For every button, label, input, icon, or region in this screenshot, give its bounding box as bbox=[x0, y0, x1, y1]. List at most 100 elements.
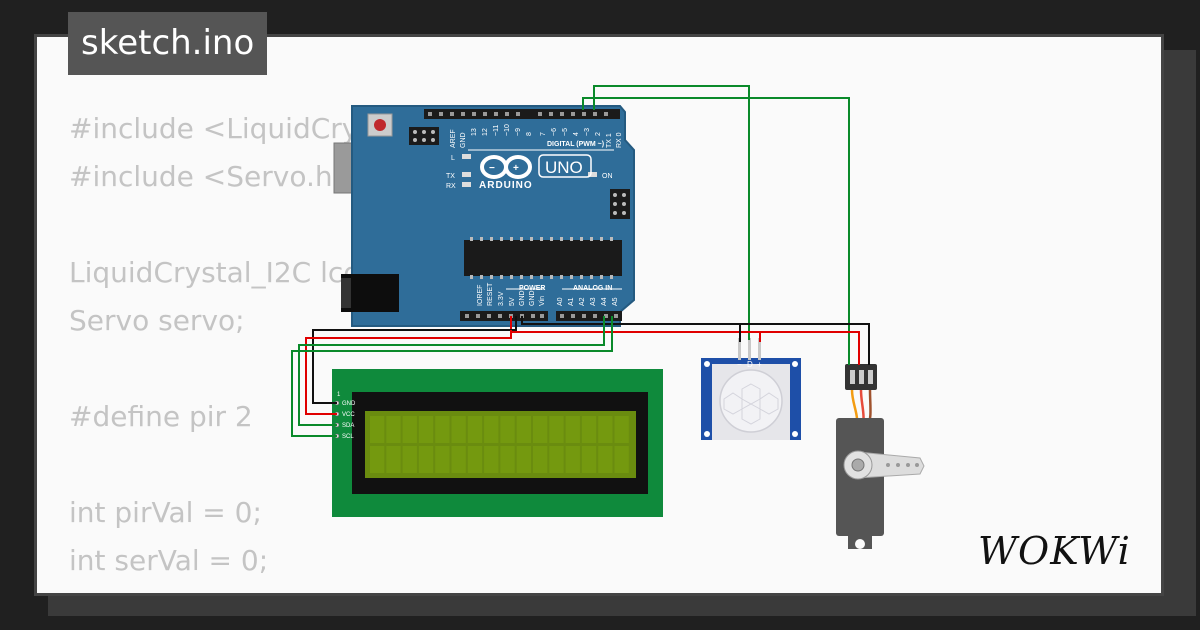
pin-label: Vin bbox=[539, 296, 546, 306]
file-name-tab[interactable]: sketch.ino bbox=[68, 12, 268, 75]
pin-label: TX 1 bbox=[606, 133, 613, 148]
pin-label: A3 bbox=[590, 297, 597, 306]
wokwi-logo-text: WOKWi bbox=[978, 529, 1131, 573]
wire-lcd-scl bbox=[291, 316, 613, 437]
pin-label: ~10 bbox=[504, 124, 511, 136]
lcd-char-cell bbox=[598, 446, 613, 473]
lcd-char-cell bbox=[614, 416, 629, 443]
lcd-character-grid bbox=[370, 416, 629, 473]
lcd-char-cell bbox=[467, 416, 483, 443]
arduino-uno-board[interactable]: AREF GND 13 12 ~11 ~10 ~9 8 7 ~6 ~5 4 ~3… bbox=[333, 105, 635, 327]
pin-label: GND bbox=[519, 290, 526, 306]
pin-label: A2 bbox=[579, 297, 586, 306]
pin-label: 8 bbox=[526, 132, 533, 136]
wire-servo-signal bbox=[582, 97, 850, 365]
led-rx-icon bbox=[462, 182, 471, 187]
pin-label: 3.3V bbox=[498, 291, 505, 306]
arduino-logo: − + ARDUINO bbox=[479, 155, 533, 191]
lcd-char-cell bbox=[386, 446, 401, 473]
lcd-char-cell bbox=[500, 446, 515, 473]
led-on-label: ON bbox=[602, 173, 613, 180]
pin-label: ~5 bbox=[562, 128, 569, 136]
lcd-char-cell bbox=[370, 416, 385, 443]
lcd-pin-label: SCL bbox=[342, 434, 354, 440]
wires bbox=[291, 85, 870, 437]
pin-label: A1 bbox=[568, 297, 575, 306]
lcd-char-cell bbox=[516, 416, 531, 443]
code-line: int pirVal = 0; bbox=[69, 496, 262, 529]
lcd-char-cell bbox=[516, 446, 531, 473]
lcd-char-cell bbox=[418, 446, 434, 473]
pin-label: ~9 bbox=[515, 128, 522, 136]
pin-label: A0 bbox=[557, 297, 564, 306]
pin-label: GND bbox=[529, 290, 536, 306]
svg-text:+: + bbox=[513, 163, 519, 174]
pin-label: ~6 bbox=[551, 128, 558, 136]
lcd-char-cell bbox=[370, 446, 385, 473]
wire-gnd-servo bbox=[740, 323, 870, 365]
lcd-char-cell bbox=[533, 446, 548, 473]
lcd-char-cell bbox=[402, 446, 417, 473]
digital-header bbox=[424, 109, 620, 119]
lcd-char-cell bbox=[435, 446, 450, 473]
pin-label: 5V bbox=[509, 297, 516, 306]
pin-label: AREF bbox=[450, 129, 457, 148]
analog-label: ANALOG IN bbox=[573, 285, 612, 292]
lcd-1602-i2c[interactable]: 1 GND VCC SDA SCL bbox=[332, 369, 663, 517]
pir-pin-label: D bbox=[747, 360, 753, 369]
reset-button-cap bbox=[374, 119, 386, 131]
pin-label: 12 bbox=[482, 128, 489, 136]
wire-lcd-sda bbox=[298, 316, 605, 426]
code-line: #define pir 2 bbox=[69, 400, 253, 433]
lcd-char-cell bbox=[533, 416, 548, 443]
lcd-char-cell bbox=[581, 446, 597, 473]
pin-label: 4 bbox=[573, 132, 580, 136]
wire-gnd-pir bbox=[521, 316, 741, 342]
power-label: POWER bbox=[519, 285, 545, 292]
led-tx-icon bbox=[462, 172, 471, 177]
pin-label: 7 bbox=[540, 132, 547, 136]
lcd-char-cell bbox=[386, 416, 401, 443]
code-line: Servo servo; bbox=[69, 304, 245, 337]
pir-motion-sensor[interactable]: − D + bbox=[701, 338, 801, 440]
code-line: int serVal = 0; bbox=[69, 544, 269, 577]
wokwi-logo: WOKWi bbox=[978, 529, 1131, 573]
lcd-char-cell bbox=[467, 446, 483, 473]
atmega-chip bbox=[464, 240, 622, 276]
led-rx-label: RX bbox=[446, 183, 456, 190]
lcd-char-cell bbox=[402, 416, 417, 443]
lcd-pin-label: SDA bbox=[342, 423, 354, 429]
svg-text:−: − bbox=[489, 163, 495, 174]
lcd-char-cell bbox=[565, 416, 580, 443]
pin-label: GND bbox=[460, 132, 467, 148]
lcd-char-cell bbox=[598, 416, 613, 443]
wire-lcd-vcc bbox=[305, 330, 512, 415]
icsp-header bbox=[409, 127, 439, 145]
lcd-char-cell bbox=[614, 446, 629, 473]
pin-label: A5 bbox=[612, 297, 619, 306]
lcd-char-cell bbox=[581, 416, 597, 443]
lcd-char-cell bbox=[418, 416, 434, 443]
pin-label: ~3 bbox=[584, 128, 591, 136]
led-l-label: L bbox=[451, 155, 455, 162]
arduino-brand: ARDUINO bbox=[479, 180, 533, 191]
servo-motor[interactable] bbox=[836, 364, 925, 549]
pin-label: RESET bbox=[487, 282, 494, 306]
pir-pin-label: − bbox=[737, 360, 742, 369]
led-l-icon bbox=[462, 154, 471, 159]
led-tx-label: TX bbox=[446, 173, 455, 180]
lcd-char-cell bbox=[484, 446, 499, 473]
pin-label: IOREF bbox=[477, 285, 484, 306]
analog-header bbox=[556, 311, 622, 321]
lcd-char-cell bbox=[565, 446, 580, 473]
digital-label: DIGITAL (PWM ~) bbox=[547, 141, 604, 148]
lcd-char-cell bbox=[484, 416, 499, 443]
lcd-pin-label: GND bbox=[342, 401, 356, 407]
lcd-char-cell bbox=[500, 416, 515, 443]
pir-pin-label: + bbox=[757, 360, 762, 369]
lcd-char-cell bbox=[451, 416, 466, 443]
pin-label: ~11 bbox=[493, 125, 500, 136]
pin-label: RX 0 bbox=[616, 132, 623, 148]
wire-5v-servo bbox=[511, 331, 860, 365]
